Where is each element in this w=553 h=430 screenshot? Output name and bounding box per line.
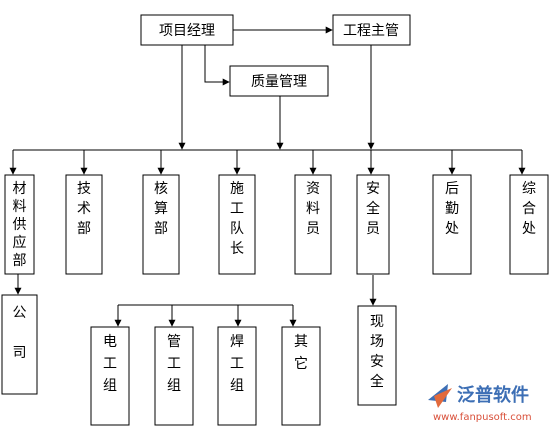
dept-box-2 [65, 174, 103, 275]
project-manager-label: 项目经理 [159, 23, 215, 39]
teams: 电工组 管工组 焊工组 其它 [90, 326, 321, 426]
team-box-3 [217, 326, 257, 426]
node-site-safety: 现场安全 [357, 305, 397, 406]
watermark-url: www.fanpusoft.com [433, 412, 532, 423]
dept-label-8: 综合处 [522, 181, 536, 237]
dept-label-5: 资料员 [306, 181, 320, 237]
fanpu-logo-icon [428, 384, 452, 408]
dept-box-5 [294, 174, 332, 275]
dept-label-3: 核算部 [154, 181, 168, 237]
connectors [9, 26, 526, 327]
dept-box-7 [432, 174, 472, 275]
node-company: 公司 [1, 294, 38, 395]
watermark: 泛普软件 www.fanpusoft.com [428, 384, 532, 423]
company-label: 公司 [13, 305, 27, 361]
node-quality-management: 质量管理 [229, 65, 329, 97]
engineering-director-label: 工程主管 [343, 23, 399, 39]
team-label-4: 其它 [294, 334, 308, 372]
team-box-1 [90, 326, 130, 426]
dept-box-6 [356, 174, 390, 275]
dept-label-1: 材料供应部 [13, 181, 27, 269]
node-engineering-director: 工程主管 [332, 14, 411, 46]
dept-label-7: 后勤处 [445, 181, 459, 237]
dept-box-4 [218, 174, 256, 275]
departments: 材料供应部 技术部 核算部 施工队长 资料员 安全员 后勤处 综合处 [4, 174, 549, 275]
team-label-2: 管工组 [167, 334, 181, 394]
quality-management-label: 质量管理 [251, 74, 307, 90]
node-project-manager: 项目经理 [140, 14, 234, 46]
watermark-brand: 泛普软件 [457, 384, 529, 406]
site-safety-label: 现场安全 [370, 314, 384, 390]
team-box-4 [281, 326, 321, 426]
dept-label-2: 技术部 [77, 181, 91, 237]
dept-label-6: 安全员 [366, 181, 380, 237]
dept-label-4: 施工队长 [230, 181, 244, 257]
dept-box-1 [4, 174, 35, 275]
dept-box-8 [509, 174, 549, 275]
team-label-3: 焊工组 [230, 334, 244, 394]
team-label-1: 电工组 [103, 334, 117, 394]
dept-box-3 [142, 174, 180, 275]
arrow-pm-to-quality [204, 45, 230, 86]
team-box-2 [154, 326, 194, 426]
